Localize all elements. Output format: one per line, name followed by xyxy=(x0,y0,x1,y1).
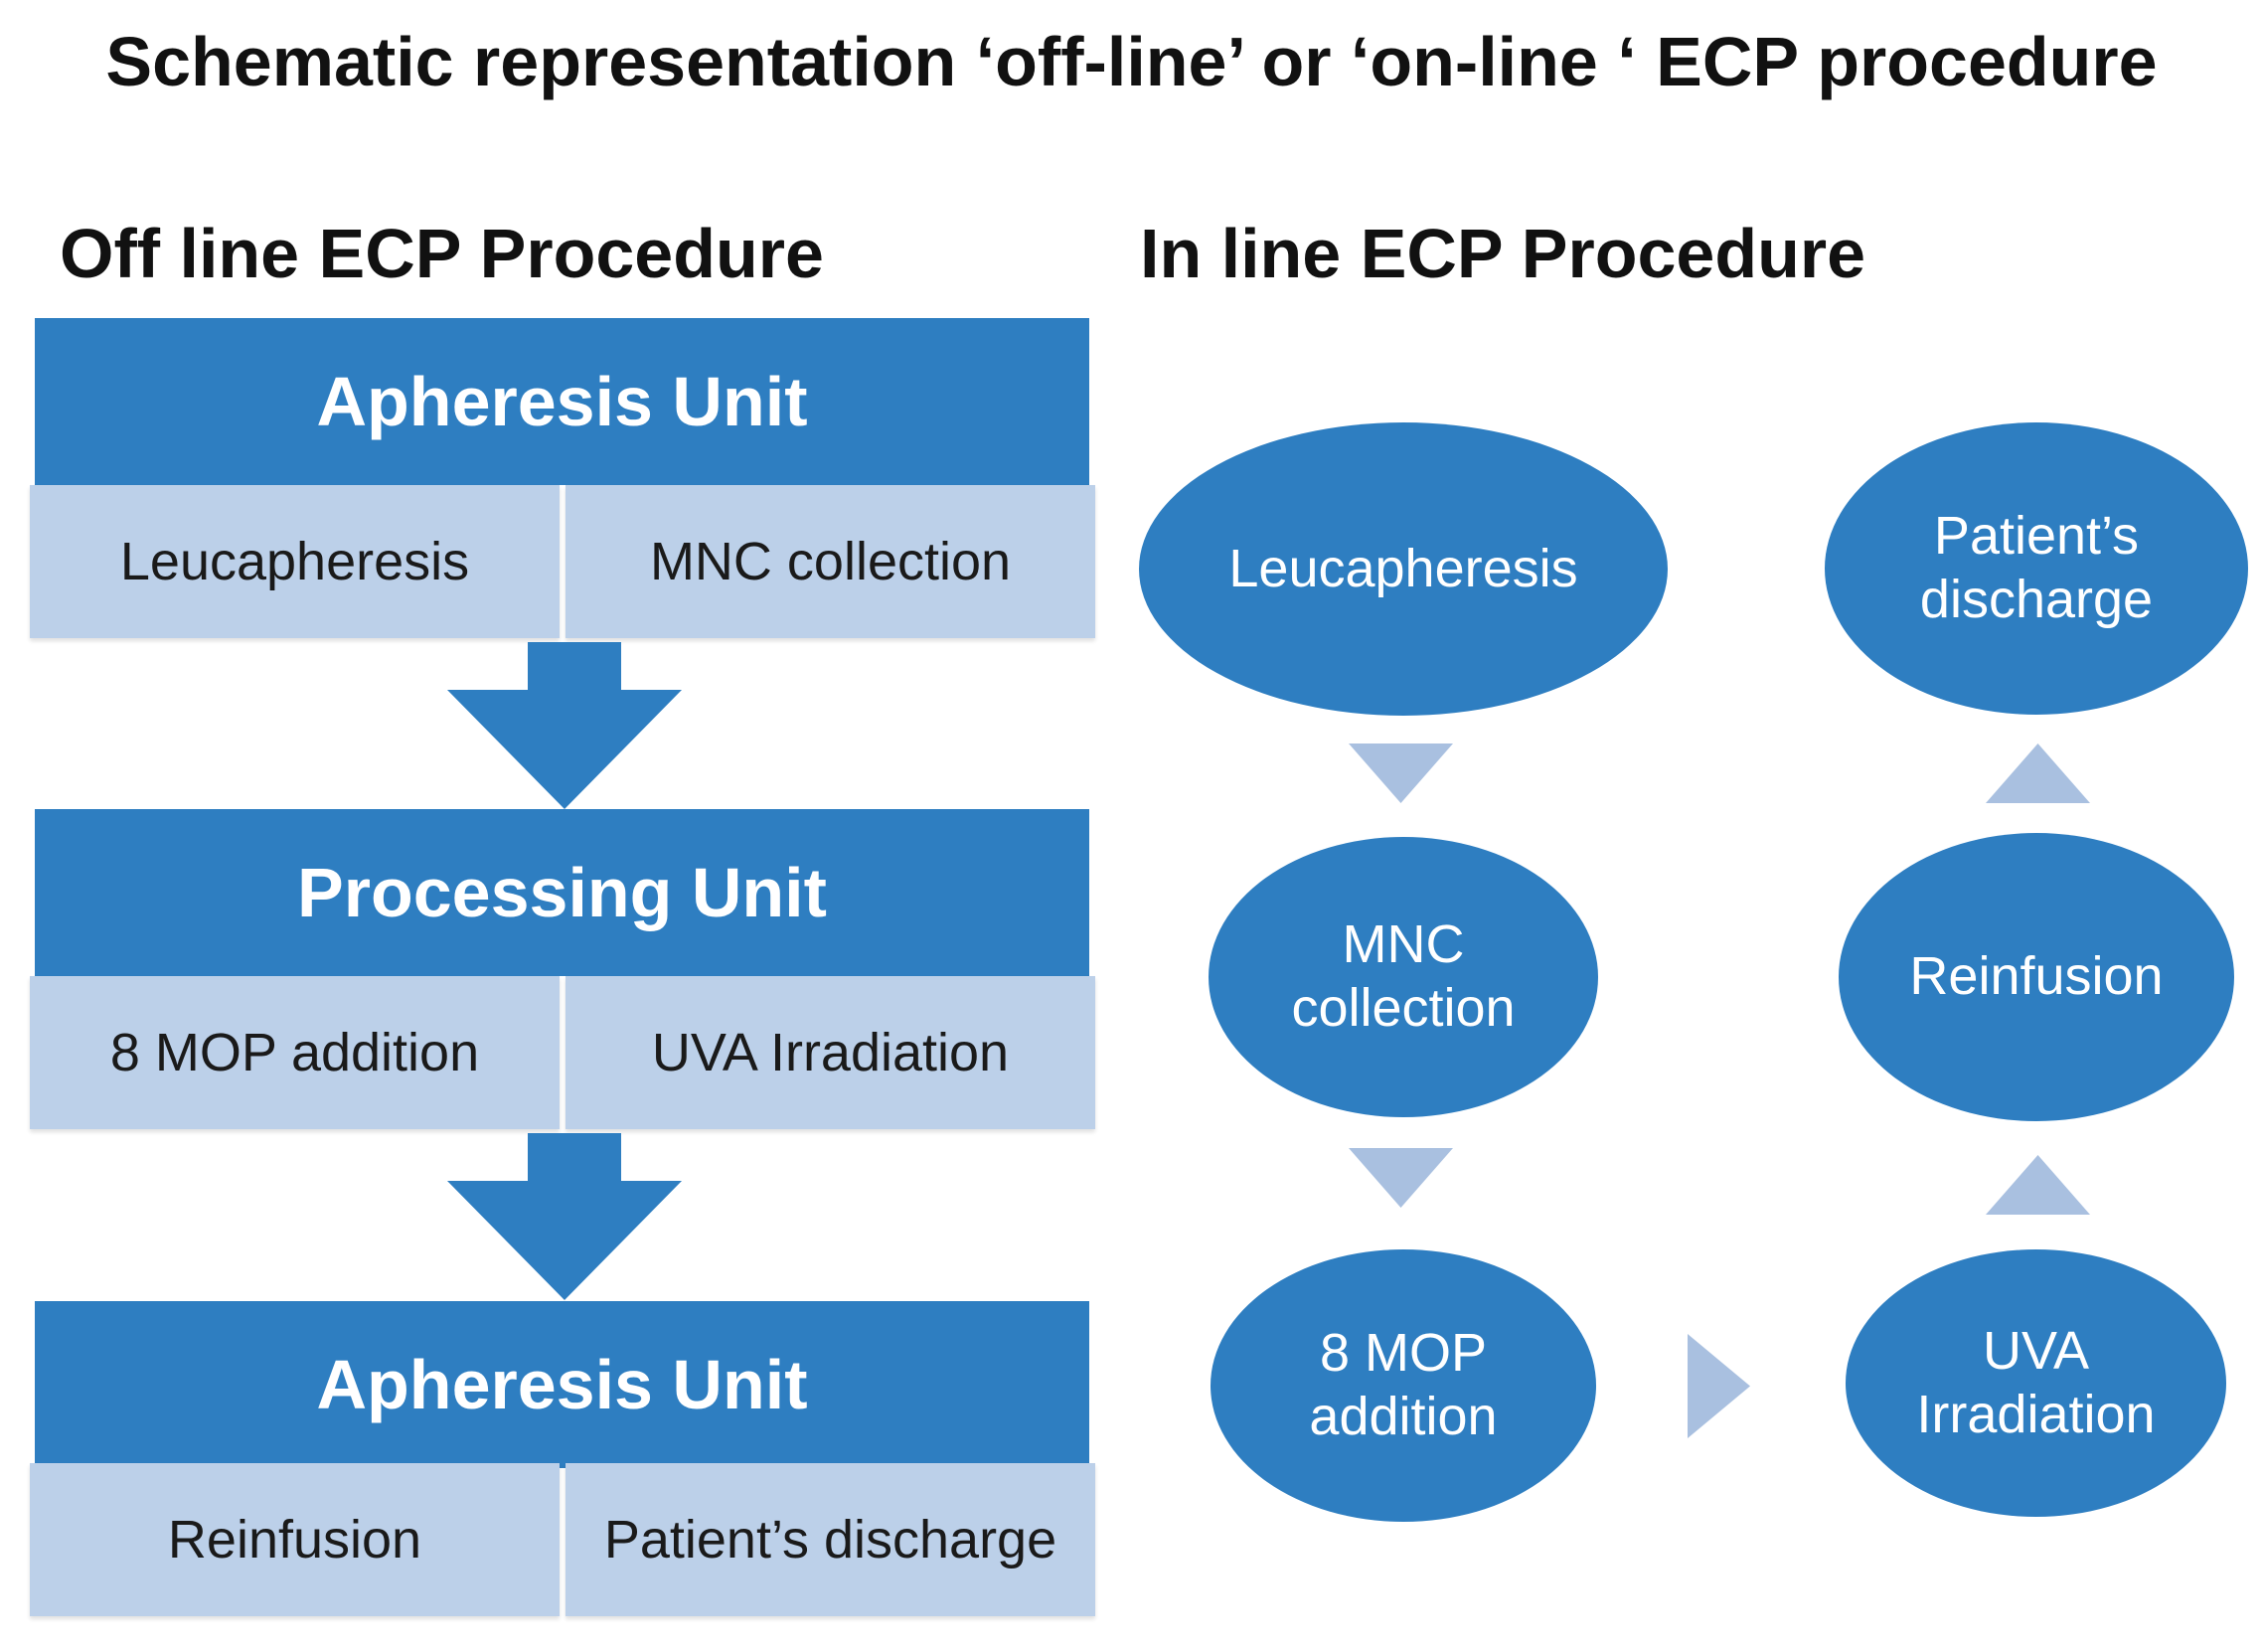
triangle-right-icon xyxy=(1688,1334,1750,1438)
inline-step-5-label: Reinfusion xyxy=(1909,946,2164,1007)
inline-step-3-line1: 8 MOP xyxy=(1319,1323,1488,1384)
offline-unit-1-right-step: MNC collection xyxy=(566,485,1095,638)
inline-step-3-line2: addition xyxy=(1309,1387,1498,1446)
down-arrow-icon xyxy=(447,642,682,809)
inline-step-6-line1: Patient’s xyxy=(1933,506,2140,567)
inline-step-2-line2: collection xyxy=(1291,978,1516,1038)
inline-step-8mop-addition: 8 MOP addition xyxy=(1211,1249,1596,1522)
triangle-up-icon xyxy=(1986,1155,2090,1215)
inline-step-patients-discharge: Patient’s discharge xyxy=(1825,422,2248,715)
offline-unit-3-steps: Reinfusion Patient’s discharge xyxy=(30,1463,1095,1616)
offline-unit-2-right-step: UVA Irradiation xyxy=(566,976,1095,1129)
offline-unit-3-right-step: Patient’s discharge xyxy=(566,1463,1095,1616)
offline-unit-3-left-step: Reinfusion xyxy=(30,1463,560,1616)
inline-step-2-line1: MNC xyxy=(1342,914,1465,975)
offline-unit-2-steps: 8 MOP addition UVA Irradiation xyxy=(30,976,1095,1129)
offline-unit-2-left-step: 8 MOP addition xyxy=(30,976,560,1129)
offline-unit-2-header: Processing Unit xyxy=(35,809,1089,976)
offline-unit-3-header: Apheresis Unit xyxy=(35,1301,1089,1468)
inline-step-leucapheresis: Leucapheresis xyxy=(1139,422,1668,716)
inline-step-mnc-collection: MNC collection xyxy=(1209,837,1598,1117)
inline-section-title: In line ECP Procedure xyxy=(1140,215,1866,292)
inline-step-uva-irradiation: UVA Irradiation xyxy=(1846,1249,2226,1517)
offline-unit-1-steps: Leucapheresis MNC collection xyxy=(30,485,1095,638)
offline-unit-1-left-step: Leucapheresis xyxy=(30,485,560,638)
inline-step-4-line1: UVA xyxy=(1982,1320,2089,1381)
inline-step-1-label: Leucapheresis xyxy=(1228,538,1578,598)
offline-section-title: Off line ECP Procedure xyxy=(60,215,824,292)
inline-step-reinfusion: Reinfusion xyxy=(1839,833,2234,1121)
triangle-down-icon xyxy=(1349,1148,1453,1208)
triangle-down-icon xyxy=(1349,743,1453,803)
inline-step-6-line2: discharge xyxy=(1919,570,2154,629)
inline-step-4-line2: Irradiation xyxy=(1916,1384,2156,1444)
diagram-title: Schematic representation ‘off-line’ or ‘… xyxy=(105,23,2158,100)
down-arrow-icon xyxy=(447,1133,682,1300)
offline-unit-1-header: Apheresis Unit xyxy=(35,318,1089,485)
triangle-up-icon xyxy=(1986,743,2090,803)
